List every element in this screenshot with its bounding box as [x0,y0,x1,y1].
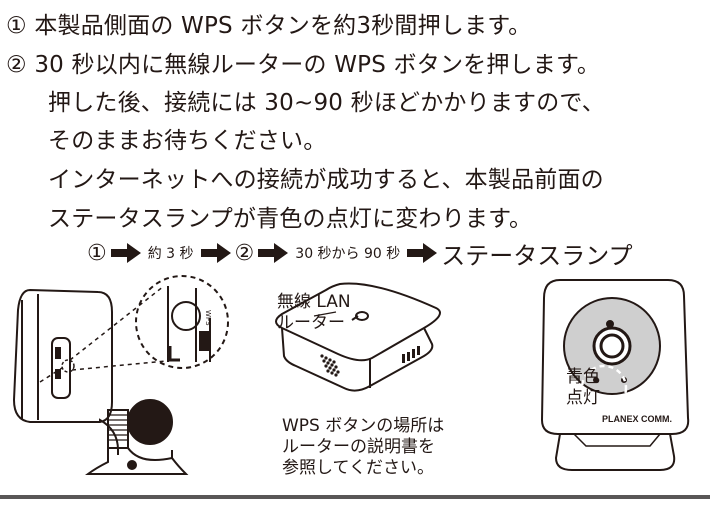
camera-front-illustration: PLANEX COMM. [540,279,690,471]
instruction-step2-note-1: 押した後、接続には 30~90 秒ほどかかりますので、 [48,90,605,116]
router-label: 無線 LAN ルーター [277,292,351,334]
brand-logo: PLANEX COMM. [602,414,672,424]
instruction-step2-note-4: ステータスランプが青色の点灯に変わります。 [48,206,533,232]
lamp-label-line1: 青色 [566,367,600,387]
wps-location-note: WPS ボタンの場所は ルーターの説明書を 参照してください。 [282,416,444,479]
instruction-step2-note-3: インターネットへの接続が成功すると、本製品前面の [48,167,604,193]
flow-result: ステータスランプ [441,241,633,270]
instruction-step2: ② 30 秒以内に無線ルーターの WPS ボタンを押します。 [6,52,601,78]
flow-step1: ① [87,240,107,266]
flow-step2: ② [234,240,255,266]
arrow-right-icon [258,243,289,263]
lamp-label-line2: 点灯 [566,388,600,408]
arrow-right-icon [110,243,141,263]
router-illustration [275,282,441,392]
camera-side-illustration: WPS [12,275,229,475]
router-label-line1: 無線 LAN [277,292,351,312]
flow-time2: 30 秒から 90 秒 [295,246,401,262]
illustration-panel: WPS PLANEX COMM. [12,275,690,475]
bottom-divider [0,495,710,499]
instruction-step1: ① 本製品側面の WPS ボタンを約3秒間押します。 [6,13,532,39]
flow-time1: 約 3 秒 [147,246,194,262]
process-flow: ① 約 3 秒 ② 30 秒から 90 秒 ステータスランプ [87,236,633,270]
wps-note-line2: ルーターの説明書を [282,437,435,457]
instruction-step2-note-2: そのままお待ちください。 [48,128,327,154]
arrow-right-icon [200,243,231,263]
camera-wps-mark: WPS [204,310,212,326]
wps-note-line3: 参照してください。 [282,458,434,478]
arrow-right-icon [407,243,438,263]
router-label-line2: ルーター [277,313,345,333]
lamp-color-label: 青色 点灯 [566,367,600,409]
wps-note-line1: WPS ボタンの場所は [282,416,445,436]
